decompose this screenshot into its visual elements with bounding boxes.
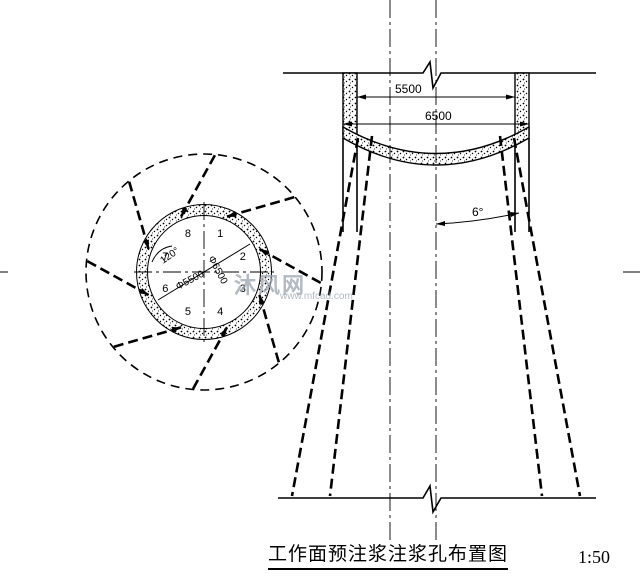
- angle-6-label: 6°: [472, 205, 484, 219]
- radial-grout-hole: [127, 180, 150, 250]
- ground-line-top: [283, 59, 596, 91]
- hole-number-4: 4: [217, 306, 223, 318]
- radial-grout-hole: [258, 247, 323, 285]
- grout-hole-left-far: [290, 137, 360, 497]
- hole-arrowhead: [226, 211, 237, 217]
- hole-number-2: 2: [240, 251, 246, 263]
- watermark-logo-text: 沐风网: [234, 273, 307, 298]
- hole-arrowhead: [259, 294, 265, 305]
- right-lining-wall: [514, 72, 530, 137]
- hole-number-3: 3: [240, 283, 246, 295]
- angle-120-arc: [151, 245, 173, 263]
- radial-grout-hole: [191, 326, 229, 391]
- grout-boundary-circle: [85, 153, 323, 391]
- grout-hole-left-outer: [328, 135, 374, 497]
- hole-arrowhead: [171, 327, 182, 333]
- dimension-outer-width: 6500: [343, 109, 529, 127]
- hole-number-8: 8: [185, 228, 191, 240]
- hole-numbers: 1 2 3 4 5 6 7 8: [162, 228, 246, 318]
- hole-arrowhead: [181, 207, 189, 217]
- left-lining-wall: [342, 72, 358, 137]
- diameter-line: [157, 243, 251, 301]
- hole-arrowhead: [139, 287, 149, 295]
- watermark-url: www.mfcad.com: [280, 291, 353, 302]
- hole-arrowhead: [259, 249, 269, 257]
- section-view: 5500 6500 6°: [278, 0, 596, 540]
- grout-hole-right-far: [512, 137, 582, 497]
- watermark: 沐风网 www.mfcad.com: [234, 268, 353, 302]
- hole-number-7: 7: [162, 251, 168, 263]
- radial-grout-hole: [85, 259, 150, 297]
- radial-holes: [85, 153, 323, 391]
- angle-dimension: 6°: [435, 205, 520, 226]
- drawing-scale: 1:50: [578, 547, 611, 567]
- hole-number-5: 5: [185, 306, 191, 318]
- radial-grout-hole: [258, 294, 281, 364]
- hole-arrowhead: [143, 239, 149, 250]
- dim-6500-label: 6500: [425, 109, 452, 123]
- radial-grout-hole: [226, 195, 296, 218]
- hole-arrowhead: [219, 327, 227, 337]
- dim-5500-label: 5500: [395, 82, 422, 96]
- grout-hole-right-outer: [498, 135, 544, 497]
- radial-grout-hole: [179, 153, 217, 218]
- hole-number-6: 6: [162, 283, 168, 295]
- radial-grout-hole: [112, 326, 182, 349]
- drawing-title: 工作面预注浆注浆孔布置图: [268, 543, 509, 570]
- dimension-inner-width: 5500: [357, 82, 515, 100]
- hole-number-1: 1: [217, 228, 223, 240]
- ground-line-bottom: [278, 483, 596, 515]
